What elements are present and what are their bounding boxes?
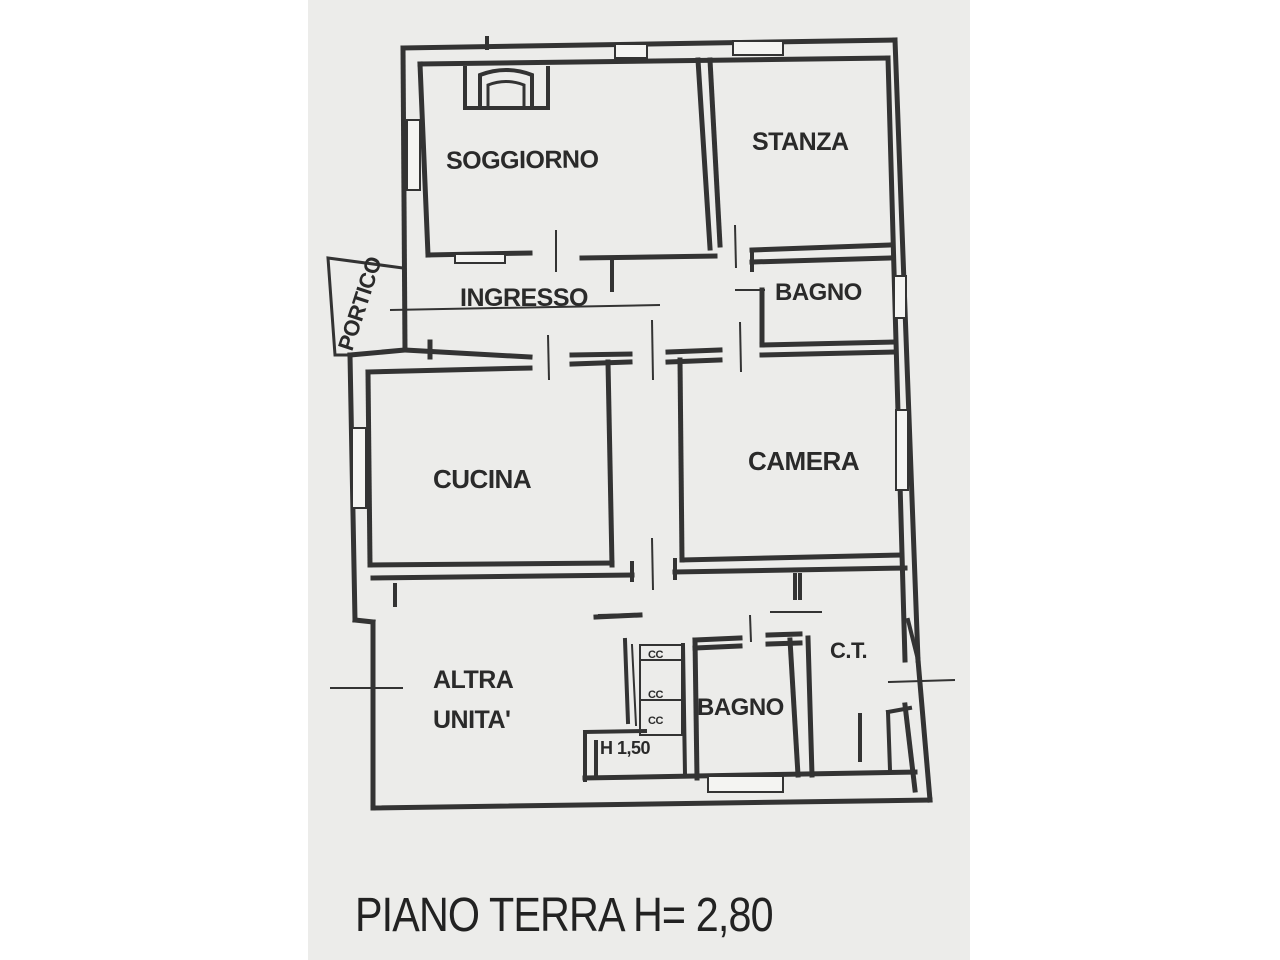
floor-title: PIANO TERRA H= 2,80 (355, 889, 774, 942)
interior-walls (365, 57, 921, 782)
door-marks (330, 224, 956, 689)
stair-label: CC (648, 689, 663, 701)
stair-label: CC (648, 649, 663, 661)
room-label-portico: PORTICO (333, 253, 387, 353)
room-label-soggiorno: SOGGIORNO (446, 145, 599, 174)
room-label-cucina: CUCINA (433, 464, 532, 494)
stair-height-label: H 1,50 (600, 738, 651, 758)
windows (351, 40, 909, 793)
room-label-bagno-lower: BAGNO (697, 694, 784, 721)
fireplace-symbol (463, 36, 550, 110)
room-label-altra-unita-line1: ALTRA (433, 666, 514, 694)
room-label-ingresso: INGRESSO (460, 284, 588, 312)
outer-walls (347, 37, 933, 811)
room-label-ct: C.T. (830, 638, 867, 663)
room-label-stanza: STANZA (752, 128, 849, 156)
stair-block (630, 643, 683, 736)
stair-label: CC (648, 715, 663, 727)
room-label-bagno-upper: BAGNO (775, 279, 862, 306)
room-label-altra-unita-line2: UNITA' (433, 706, 510, 734)
room-label-camera: CAMERA (748, 446, 860, 476)
portico-outline (326, 256, 405, 357)
